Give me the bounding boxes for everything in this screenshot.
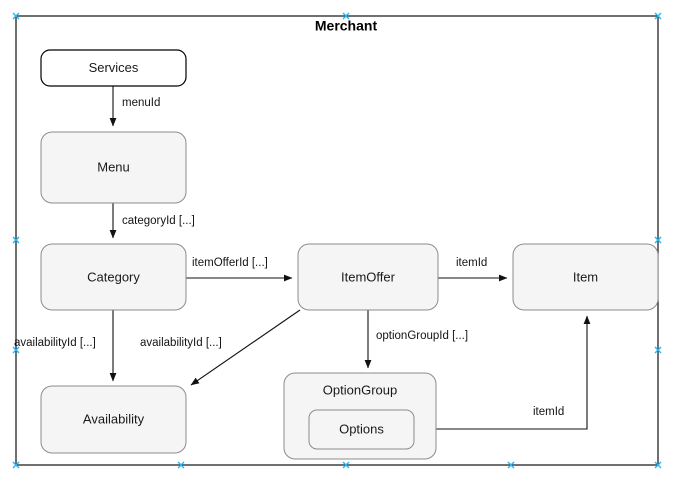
node-menu[interactable]: Menu <box>40 131 187 204</box>
node-itemoffer-label: ItemOffer <box>341 269 396 284</box>
selection-handles[interactable] <box>12 12 662 469</box>
handle-bottom-right[interactable] <box>654 461 662 469</box>
handle-top-center[interactable] <box>342 12 350 20</box>
node-services-shape[interactable] <box>40 49 187 87</box>
handle-middle-right-upper[interactable] <box>654 236 662 244</box>
handle-top-left[interactable] <box>12 12 20 20</box>
node-options-shape[interactable] <box>308 409 415 450</box>
node-itemoffer-shape[interactable] <box>297 243 439 311</box>
handle-top-right[interactable] <box>654 12 662 20</box>
handle-bottom-center[interactable] <box>342 461 350 469</box>
node-item-shape[interactable] <box>512 243 659 311</box>
node-category[interactable]: Category <box>40 243 187 311</box>
edge-label-menuid: menuId <box>122 97 160 109</box>
node-availability[interactable]: Availability <box>40 385 187 454</box>
node-optiongroup[interactable]: OptionGroup Options <box>283 372 437 460</box>
edge-label-itemid-options: itemId <box>533 406 564 418</box>
edge-label-availabilityid-itemoffer: availabilityId [...] <box>140 337 222 349</box>
node-item[interactable]: Item <box>512 243 659 311</box>
edge-label-itemofferid: itemOfferId [...] <box>192 257 268 269</box>
handle-bottom-center-left[interactable] <box>177 461 185 469</box>
node-options[interactable]: Options <box>308 409 415 450</box>
node-category-label: Category <box>87 269 140 284</box>
handle-bottom-center-right[interactable] <box>507 461 515 469</box>
edge-label-itemid-itemoffer: itemId <box>456 257 487 269</box>
node-itemoffer[interactable]: ItemOffer <box>297 243 439 311</box>
handle-middle-left-lower[interactable] <box>12 346 20 354</box>
node-availability-label: Availability <box>83 411 145 426</box>
node-services-label: Services <box>89 60 139 75</box>
node-item-label: Item <box>573 269 598 284</box>
node-menu-shape[interactable] <box>40 131 187 204</box>
node-options-label: Options <box>339 421 384 436</box>
edge-label-optiongroupid: optionGroupId [...] <box>376 330 468 342</box>
edge-itemoffer-availability[interactable] <box>190 309 301 386</box>
edge-label-availabilityid-category: availabilityId [...] <box>14 337 96 349</box>
handle-middle-left-upper[interactable] <box>12 236 20 244</box>
edge-options-item[interactable] <box>414 315 591 430</box>
nodes-layer: Services Menu Category Availability Item… <box>40 49 659 460</box>
node-availability-shape[interactable] <box>40 385 187 454</box>
node-services[interactable]: Services <box>40 49 187 87</box>
node-optiongroup-label: OptionGroup <box>323 382 397 397</box>
edge-label-categoryid: categoryId [...] <box>122 215 195 227</box>
handle-bottom-left[interactable] <box>12 461 20 469</box>
merchant-container-title: Merchant <box>315 18 378 34</box>
edges-layer: menuId categoryId [...] itemOfferId [...… <box>14 86 591 430</box>
node-category-shape[interactable] <box>40 243 187 311</box>
node-menu-label: Menu <box>97 159 130 174</box>
handle-middle-right-lower[interactable] <box>654 346 662 354</box>
